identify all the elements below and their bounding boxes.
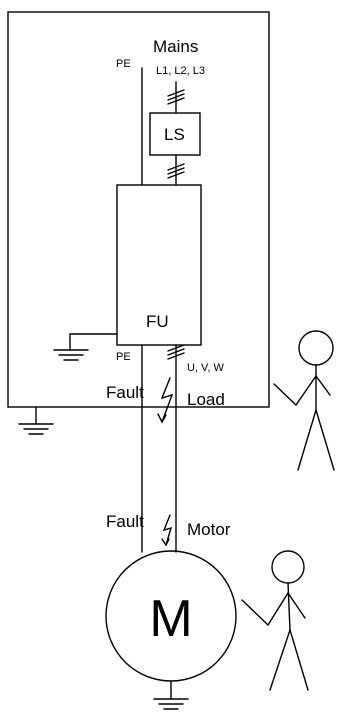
pe-label-top: PE (116, 58, 131, 70)
three-phase-ticks-output (167, 344, 185, 360)
load-label: Load (187, 390, 225, 409)
three-phase-ticks-ls-to-fu (167, 163, 185, 179)
lightning-bolt-icon (157, 377, 174, 424)
ls-box (149, 112, 201, 156)
motor-label: Motor (187, 520, 231, 539)
motor-letter: M (149, 590, 192, 648)
fu-box (116, 184, 202, 346)
lightning-bolt-icon (161, 514, 173, 547)
cabinet-ground-symbol (18, 406, 54, 435)
fu-label: FU (146, 312, 169, 331)
fault-label-upper: Fault (106, 383, 144, 402)
stick-figure-person (273, 330, 335, 471)
ls-label: LS (164, 125, 185, 144)
phases-out-label: U, V, W (187, 362, 224, 374)
three-phase-ticks-mains (167, 89, 185, 105)
fault-label-lower: Fault (106, 512, 144, 531)
motor-ground-symbol (153, 680, 189, 710)
cabinet-enclosure (7, 11, 270, 408)
mains-label: Mains (153, 37, 198, 56)
stick-figure-person (241, 550, 309, 691)
pe-label-bottom: PE (116, 351, 131, 363)
fu-ground-symbol (53, 333, 118, 361)
phases-in-label: L1, L2, L3 (156, 65, 205, 77)
